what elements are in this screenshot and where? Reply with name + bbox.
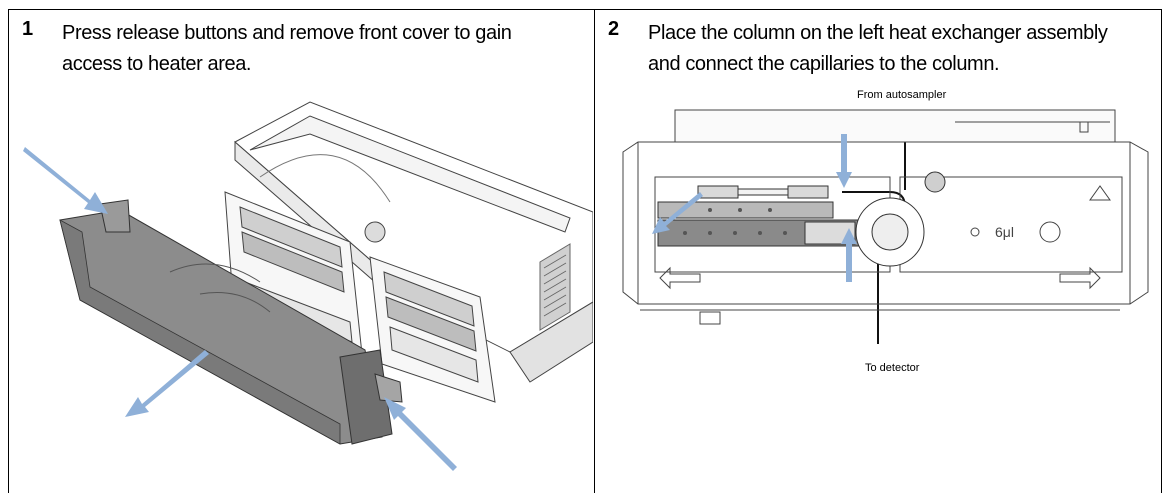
column-placement-illustration: From autosampler To detector	[622, 89, 1149, 374]
cover-removal-illustration	[23, 101, 593, 471]
vent-slots	[543, 254, 567, 317]
arrow-icon	[652, 134, 857, 282]
front-cover	[59, 199, 403, 445]
table-border-right	[1161, 9, 1162, 493]
step-1-line-2: access to heater area.	[62, 53, 252, 75]
step-2-number: 2	[608, 18, 620, 40]
step-1-text: Press release buttons and remove front c…	[62, 18, 582, 80]
label-from-autosampler: From autosampler	[857, 89, 947, 101]
arrow-icon	[23, 147, 457, 471]
step-2-line-2: and connect the capillaries to the colum…	[648, 53, 1000, 75]
table-border-top	[8, 9, 1161, 10]
step-2-text: Place the column on the left heat exchan…	[648, 18, 1168, 80]
table-border-left	[8, 9, 9, 493]
instrument-chassis	[622, 109, 1149, 325]
valve-wheel	[855, 171, 946, 267]
table-border-middle	[594, 9, 595, 493]
svg-text:6μl: 6μl	[995, 224, 1014, 240]
step-2-line-1: Place the column on the left heat exchan…	[648, 22, 1108, 44]
right-panel-details: 6μl	[659, 185, 1111, 290]
step-1-number: 1	[22, 18, 34, 40]
column	[697, 185, 829, 199]
fitting-dots	[683, 208, 787, 235]
step-1-line-1: Press release buttons and remove front c…	[62, 22, 512, 44]
heat-exchanger	[657, 201, 869, 247]
label-to-detector: To detector	[865, 362, 920, 374]
